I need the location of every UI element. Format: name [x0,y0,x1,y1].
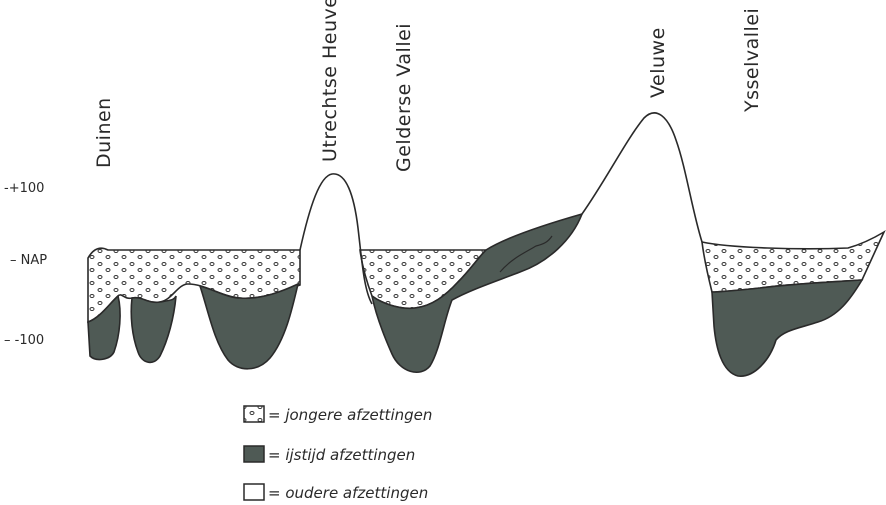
legend-swatch-dotted [244,406,264,422]
legend-swatch-dark [244,446,264,462]
axis-label-nap: – NAP [10,253,47,268]
legend-label-oudere: = oudere afzettingen [268,484,428,502]
region-label-veluwe: Veluwe [647,27,669,98]
veluwe-hill [582,113,702,242]
ijstijd-afzettingen-duinen-2 [131,296,176,362]
region-label-ysselvallei: Ysselvallei [741,8,763,113]
region-label-duinen: Duinen [93,97,115,168]
ijstijd-afzettingen-ysselvallei [712,280,862,376]
legend-label-ijstijd: = ijstijd afzettingen [268,446,415,464]
heuvelrug-hill [300,174,372,304]
axis-label-minus100: – -100 [4,333,44,348]
region-label-utrechtse-heuvelrug: Utrechtse Heuvelrug [319,0,341,162]
legend-label-jongere: = jongere afzettingen [268,406,432,424]
legend-swatch-empty [244,484,264,500]
axis-label-plus100: -+100 [4,181,44,196]
region-label-gelderse-vallei: Gelderse Vallei [393,23,415,172]
legend: = jongere afzettingen = ijstijd afzettin… [244,406,432,502]
